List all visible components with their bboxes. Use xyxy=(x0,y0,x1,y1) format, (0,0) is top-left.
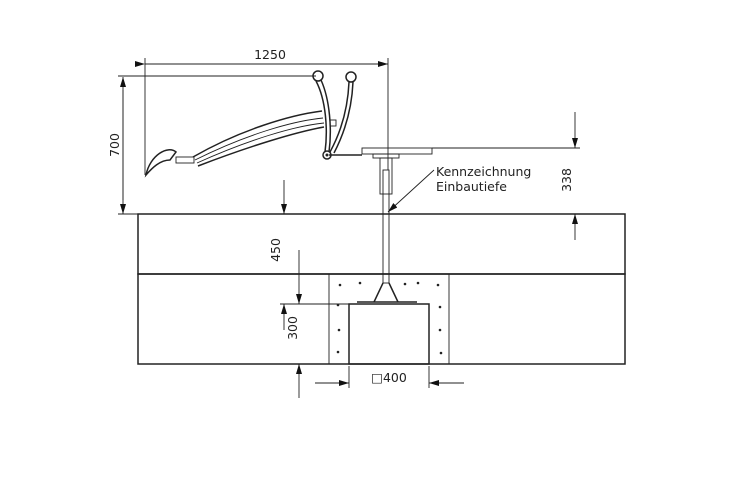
concrete-foundation xyxy=(348,303,430,365)
dimension-foundation-depth-label: 300 xyxy=(285,316,300,340)
slide-body xyxy=(144,70,357,178)
anchor-legs xyxy=(373,282,399,303)
platform-bracket xyxy=(372,153,400,159)
post-sleeve xyxy=(379,157,393,195)
annotation-line1: Kennzeichnung xyxy=(436,164,531,179)
install-depth-marker-annotation: Kennzeichnung Einbautiefe xyxy=(387,164,531,213)
square-symbol: □ xyxy=(371,370,383,385)
annotation-line2: Einbautiefe xyxy=(436,179,507,194)
dimension-platform-height: 338 xyxy=(432,112,580,240)
post xyxy=(382,169,390,284)
dimension-install-depth: 450 xyxy=(268,180,349,330)
dimension-platform-height-label: 338 xyxy=(559,168,574,192)
dimension-height: 700 xyxy=(107,75,316,215)
dimension-install-depth-label: 450 xyxy=(268,238,283,262)
top-soil-layer xyxy=(137,213,626,275)
foundation-pit xyxy=(328,273,450,365)
dimension-foundation-size-label: 400 xyxy=(383,370,407,385)
dimension-foundation-size: □400 xyxy=(315,366,464,388)
dimension-width-label: 1250 xyxy=(254,47,286,62)
platform xyxy=(361,147,433,155)
dimension-width: 1250 xyxy=(135,47,389,175)
dimension-foundation-depth: 300 xyxy=(285,250,302,398)
dimension-height-label: 700 xyxy=(107,133,122,157)
svg-text:□400: □400 xyxy=(371,370,407,385)
pit-fill-marks xyxy=(336,281,443,355)
